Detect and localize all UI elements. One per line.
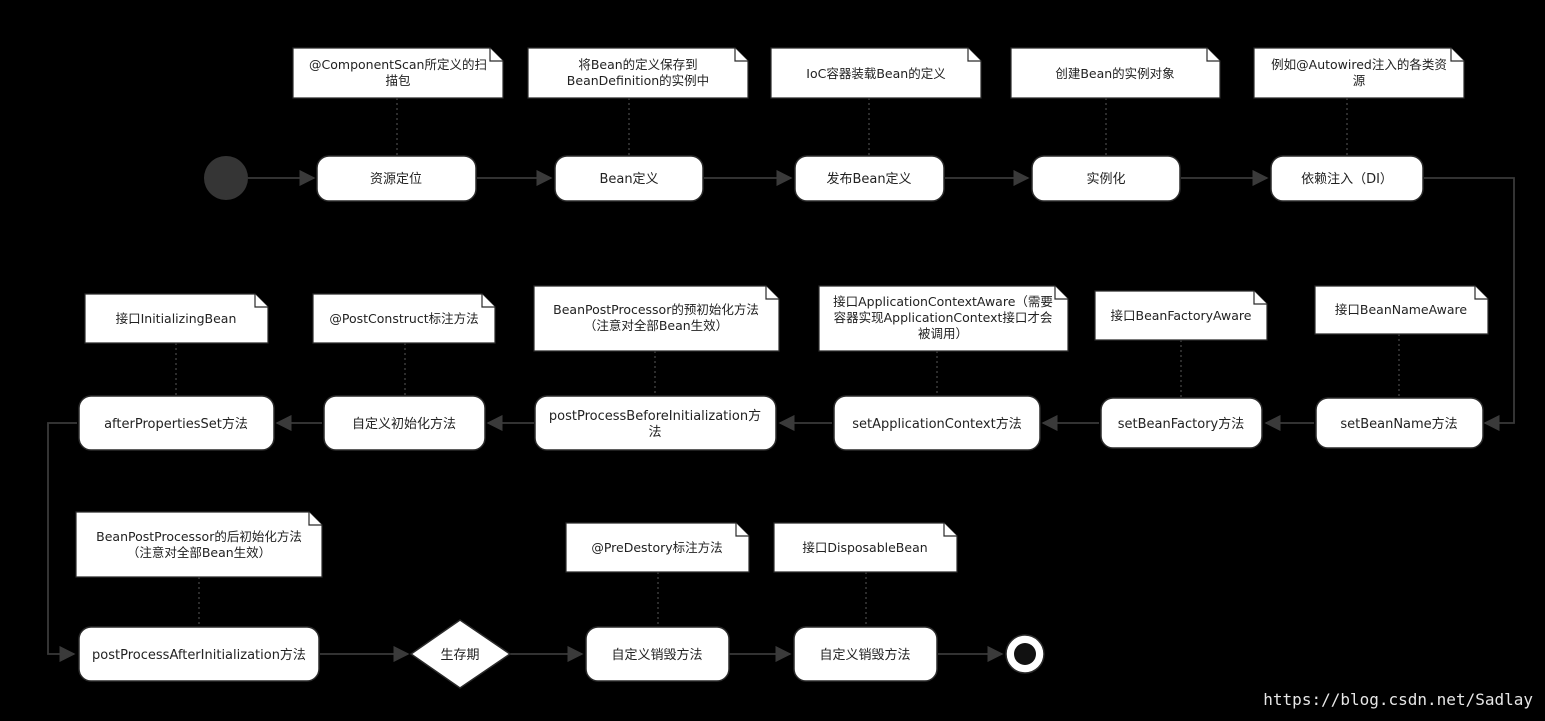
svg-text:@ComponentScan所定义的扫描包: @ComponentScan所定义的扫描包	[309, 57, 487, 88]
note-t5-line2: 源	[1353, 73, 1366, 88]
node-dependency-injection: 依赖注入（DI）	[1270, 155, 1424, 202]
svg-text:接口InitializingBean: 接口InitializingBean	[116, 311, 237, 326]
note-connectors	[175, 98, 1400, 627]
note-t2-line2: BeanDefinition的实例中	[567, 73, 709, 88]
edge-di-to-setbeanname	[1424, 177, 1515, 432]
svg-text:IoC容器装载Bean的定义: IoC容器装载Bean的定义	[806, 66, 946, 81]
svg-text:接口DisposableBean: 接口DisposableBean	[802, 540, 927, 555]
note-t5: 例如@Autowired注入的各类资源	[1253, 47, 1465, 99]
decision-lifetime: 生存期	[409, 619, 512, 689]
node-post-process-after-init: postProcessAfterInitialization方法	[78, 626, 320, 682]
node-custom-destroy-predestroy: 自定义销毁方法	[585, 626, 730, 682]
svg-text:创建Bean的实例对象: 创建Bean的实例对象	[1055, 66, 1174, 81]
note-t1-line1: @ComponentScan所定义的扫	[309, 57, 487, 72]
node-resource-locating: 资源定位	[316, 155, 477, 202]
note-t14: 接口DisposableBean	[773, 522, 958, 573]
svg-text:BeanPostProcessor的后初始化方法（注意对全部: BeanPostProcessor的后初始化方法（注意对全部Bean生效）	[96, 529, 302, 560]
svg-text:接口BeanFactoryAware: 接口BeanFactoryAware	[1111, 308, 1252, 323]
note-t6: 接口BeanNameAware	[1314, 285, 1489, 335]
node-setbeanfactory-label: setBeanFactory方法	[1118, 416, 1244, 432]
note-t4: 创建Bean的实例对象	[1010, 47, 1221, 99]
note-t9-line1: BeanPostProcessor的预初始化方法	[553, 302, 759, 317]
note-t10: @PostConstruct标注方法	[312, 293, 496, 344]
note-t8: 接口ApplicationContextAware（需要容器实现Applicat…	[818, 285, 1069, 352]
node-afterpropertiesset-label: afterPropertiesSet方法	[104, 416, 248, 432]
decision-lifetime-label: 生存期	[440, 648, 479, 663]
node-custom-init-label: 自定义初始化方法	[352, 416, 456, 432]
node-custom-destroy-disposable: 自定义销毁方法	[793, 626, 938, 682]
note-t8-line1: 接口ApplicationContextAware（需要	[833, 294, 1053, 309]
note-t6-line1: 接口BeanNameAware	[1335, 302, 1468, 317]
note-t12-line1: BeanPostProcessor的后初始化方法	[96, 529, 302, 544]
flow-edges	[47, 169, 1515, 663]
note-t10-line1: @PostConstruct标注方法	[329, 311, 478, 326]
node-custom-destroy-predestroy-label: 自定义销毁方法	[611, 647, 702, 663]
note-t1-line2: 描包	[385, 73, 410, 88]
note-t4-line1: 创建Bean的实例对象	[1055, 66, 1174, 81]
node-bean-definition: Bean定义	[554, 155, 704, 202]
svg-text:接口ApplicationContextAware（需要容器: 接口ApplicationContextAware（需要容器实现Applicat…	[833, 294, 1053, 341]
end-node	[1005, 634, 1045, 674]
note-t11: 接口InitializingBean	[84, 293, 269, 344]
note-t7: 接口BeanFactoryAware	[1094, 290, 1268, 341]
node-setbeanfactory: setBeanFactory方法	[1100, 397, 1263, 449]
node-post-process-after-init-label: postProcessAfterInitialization方法	[92, 647, 306, 663]
node-bean-definition-label: Bean定义	[599, 172, 658, 187]
note-t2-line1: 将Bean的定义保存到	[578, 57, 697, 72]
svg-text:@PostConstruct标注方法: @PostConstruct标注方法	[329, 311, 478, 326]
node-post-process-before-init-line1: postProcessBeforeInitialization方	[549, 408, 761, 424]
node-custom-destroy-disposable-label: 自定义销毁方法	[819, 647, 910, 663]
note-t12-line2: （注意对全部Bean生效）	[127, 545, 271, 560]
node-setapplicationcontext-label: setApplicationContext方法	[852, 416, 1021, 432]
note-t8-line3: 被调用）	[918, 326, 968, 341]
note-t8-line2: 容器实现ApplicationContext接口才会	[834, 310, 1053, 325]
node-instantiation-label: 实例化	[1086, 172, 1125, 187]
svg-text:例如@Autowired注入的各类资源: 例如@Autowired注入的各类资源	[1271, 57, 1447, 88]
note-t12: BeanPostProcessor的后初始化方法（注意对全部Bean生效）	[75, 511, 323, 578]
note-t9: BeanPostProcessor的预初始化方法（注意对全部Bean生效）	[533, 285, 780, 352]
note-t5-line1: 例如@Autowired注入的各类资	[1271, 57, 1447, 72]
node-setapplicationcontext: setApplicationContext方法	[833, 395, 1041, 451]
note-t7-line1: 接口BeanFactoryAware	[1111, 308, 1252, 323]
note-t13: @PreDestory标注方法	[565, 522, 750, 573]
note-t14-line1: 接口DisposableBean	[802, 540, 927, 555]
svg-text:postProcessBeforeInitializatio: postProcessBeforeInitialization方法	[549, 408, 761, 440]
node-setbeanname-label: setBeanName方法	[1340, 416, 1457, 432]
node-post-process-before-init: postProcessBeforeInitialization方法	[534, 395, 777, 451]
node-publish-bean-definition: 发布Bean定义	[794, 155, 945, 202]
note-t3-line1: IoC容器装载Bean的定义	[806, 66, 946, 81]
node-instantiation: 实例化	[1031, 155, 1181, 202]
node-custom-init: 自定义初始化方法	[323, 395, 486, 451]
svg-text:BeanPostProcessor的预初始化方法（注意对全部: BeanPostProcessor的预初始化方法（注意对全部Bean生效）	[553, 302, 759, 333]
note-t9-line2: （注意对全部Bean生效）	[584, 318, 728, 333]
note-t13-line1: @PreDestory标注方法	[591, 540, 722, 555]
node-post-process-before-init-line2: 法	[648, 425, 661, 440]
node-afterpropertiesset: afterPropertiesSet方法	[78, 395, 275, 451]
node-resource-locating-label: 资源定位	[370, 172, 422, 187]
note-t1: @ComponentScan所定义的扫描包	[292, 47, 504, 99]
node-publish-bean-definition-label: 发布Bean定义	[826, 171, 911, 187]
node-dependency-injection-label: 依赖注入（DI）	[1301, 172, 1393, 187]
nodes: 资源定位 Bean定义 发布Bean定义 实例化 依赖注入（DI） setBea…	[78, 155, 1484, 689]
watermark-url: https://blog.csdn.net/Sadlay	[1263, 690, 1533, 709]
note-t11-line1: 接口InitializingBean	[116, 311, 237, 326]
node-setbeanname: setBeanName方法	[1315, 397, 1484, 449]
svg-text:@PreDestory标注方法: @PreDestory标注方法	[591, 540, 722, 555]
svg-text:接口BeanNameAware: 接口BeanNameAware	[1335, 302, 1468, 317]
start-node	[204, 156, 248, 200]
note-t3: IoC容器装载Bean的定义	[770, 47, 982, 99]
edge-afterpropertiesset-to-after-init	[47, 422, 77, 663]
